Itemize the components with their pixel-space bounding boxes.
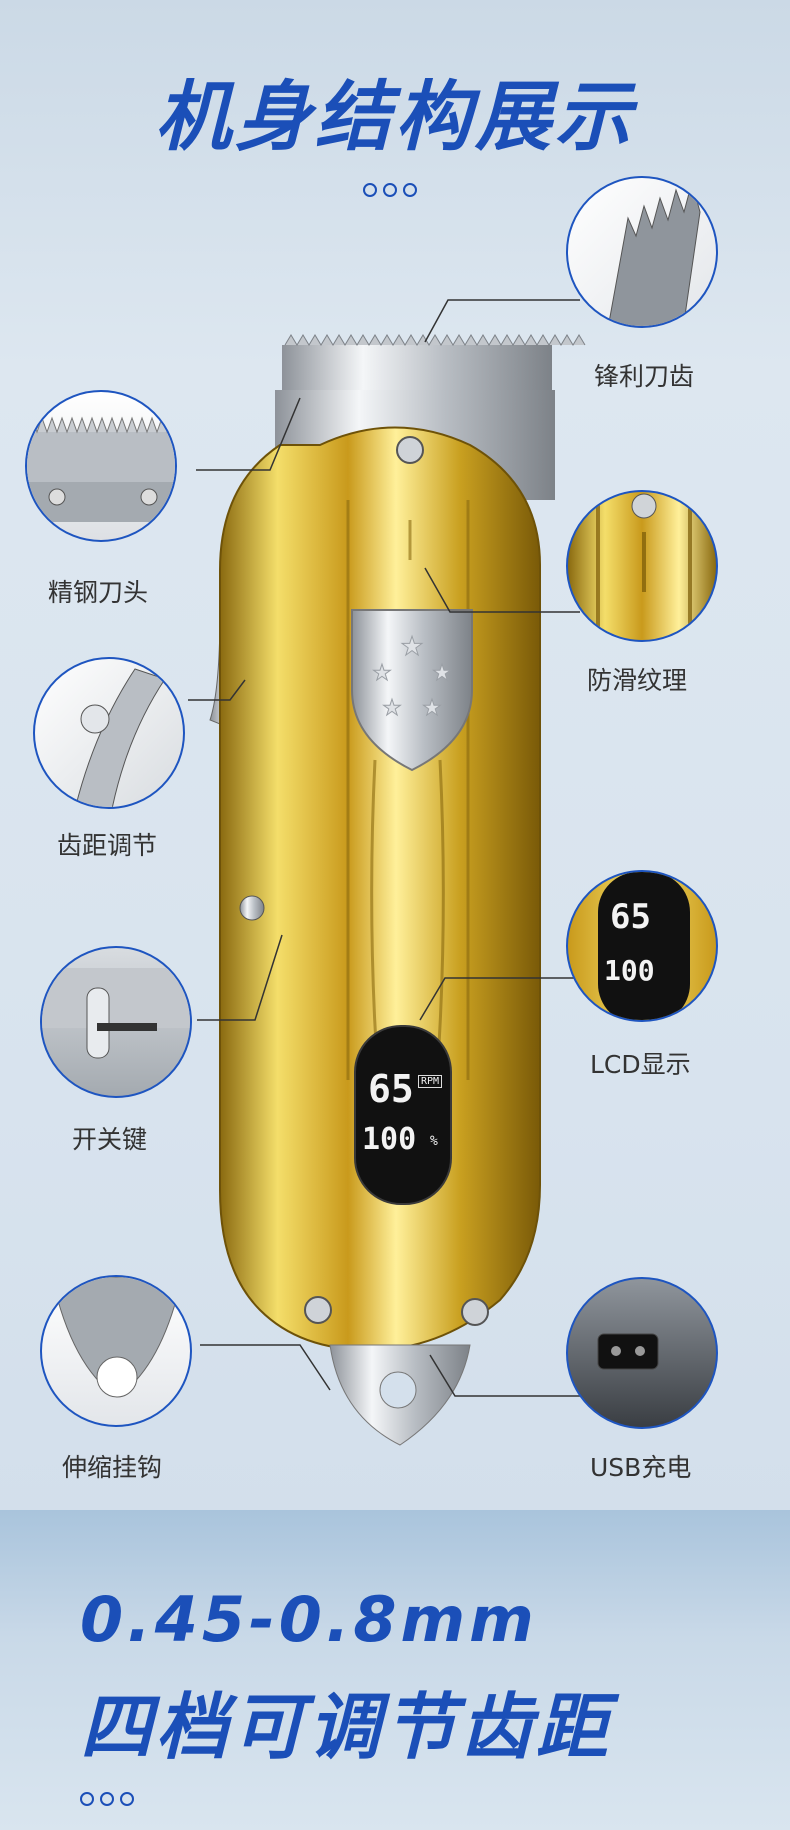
svg-text:★: ★	[372, 661, 392, 686]
feature-label-hook: 伸缩挂钩	[62, 1453, 163, 1482]
feature-circle-anti-slip	[566, 490, 718, 642]
feature-circle-usb	[566, 1277, 718, 1429]
power-switch-icon	[42, 968, 190, 1059]
spec-panel	[0, 1510, 790, 1830]
svg-text:★: ★	[432, 661, 452, 686]
feature-label-blade-teeth: 锋利刀齿	[594, 362, 695, 391]
hook-icon	[51, 1277, 183, 1398]
lcd-battery-unit: %	[430, 1134, 438, 1149]
feature-circle-taper-adjust	[33, 657, 185, 809]
gold-body	[219, 426, 541, 1352]
lcd-battery: 100	[362, 1122, 417, 1157]
feature-label-steel-head: 精钢刀头	[48, 578, 149, 607]
svg-text:65: 65	[610, 897, 651, 937]
feature-circle-lcd: 65 100	[566, 870, 718, 1022]
spec-description: 四档可调节齿距	[80, 1685, 613, 1769]
feature-circle-hook	[40, 1275, 192, 1427]
feature-circle-blade-teeth	[566, 176, 718, 328]
feature-label-anti-slip: 防滑纹理	[587, 666, 688, 695]
decorative-dots-top	[363, 183, 417, 197]
svg-text:★: ★	[422, 696, 442, 721]
steel-head-icon	[27, 416, 175, 522]
feature-label-usb: USB充电	[590, 1453, 692, 1482]
blade-teeth-icon	[607, 180, 701, 326]
feature-label-lcd: LCD显示	[590, 1050, 691, 1079]
hanging-hook	[329, 1344, 471, 1446]
shield-badge	[351, 609, 473, 772]
page-title: 机身结构展示	[155, 72, 635, 161]
feature-label-taper-adjust: 齿距调节	[57, 831, 158, 860]
usb-port-icon	[597, 1333, 659, 1370]
clipper-illustration: ★ ★ ★ ★ ★	[188, 299, 590, 1446]
feature-circle-power-switch	[40, 946, 192, 1098]
anti-slip-texture-icon	[596, 492, 692, 640]
spec-range: 0.45-0.8mm	[80, 1583, 538, 1656]
svg-text:100: 100	[604, 954, 655, 987]
decorative-dots-bottom	[80, 1792, 134, 1806]
lcd-screen: 65 RPM 100 %	[354, 1025, 452, 1205]
feature-circle-steel-head	[25, 390, 177, 542]
callout-lines	[188, 299, 590, 1397]
taper-lever-icon	[75, 668, 166, 807]
lcd-speed-unit: RPM	[418, 1075, 443, 1088]
power-switch	[239, 895, 265, 921]
feature-label-power-switch: 开关键	[72, 1125, 148, 1154]
svg-text:★: ★	[400, 632, 423, 662]
lcd-speed: 65	[368, 1067, 414, 1111]
svg-text:★: ★	[382, 696, 402, 721]
lcd-icon: 65 100	[598, 872, 690, 1020]
